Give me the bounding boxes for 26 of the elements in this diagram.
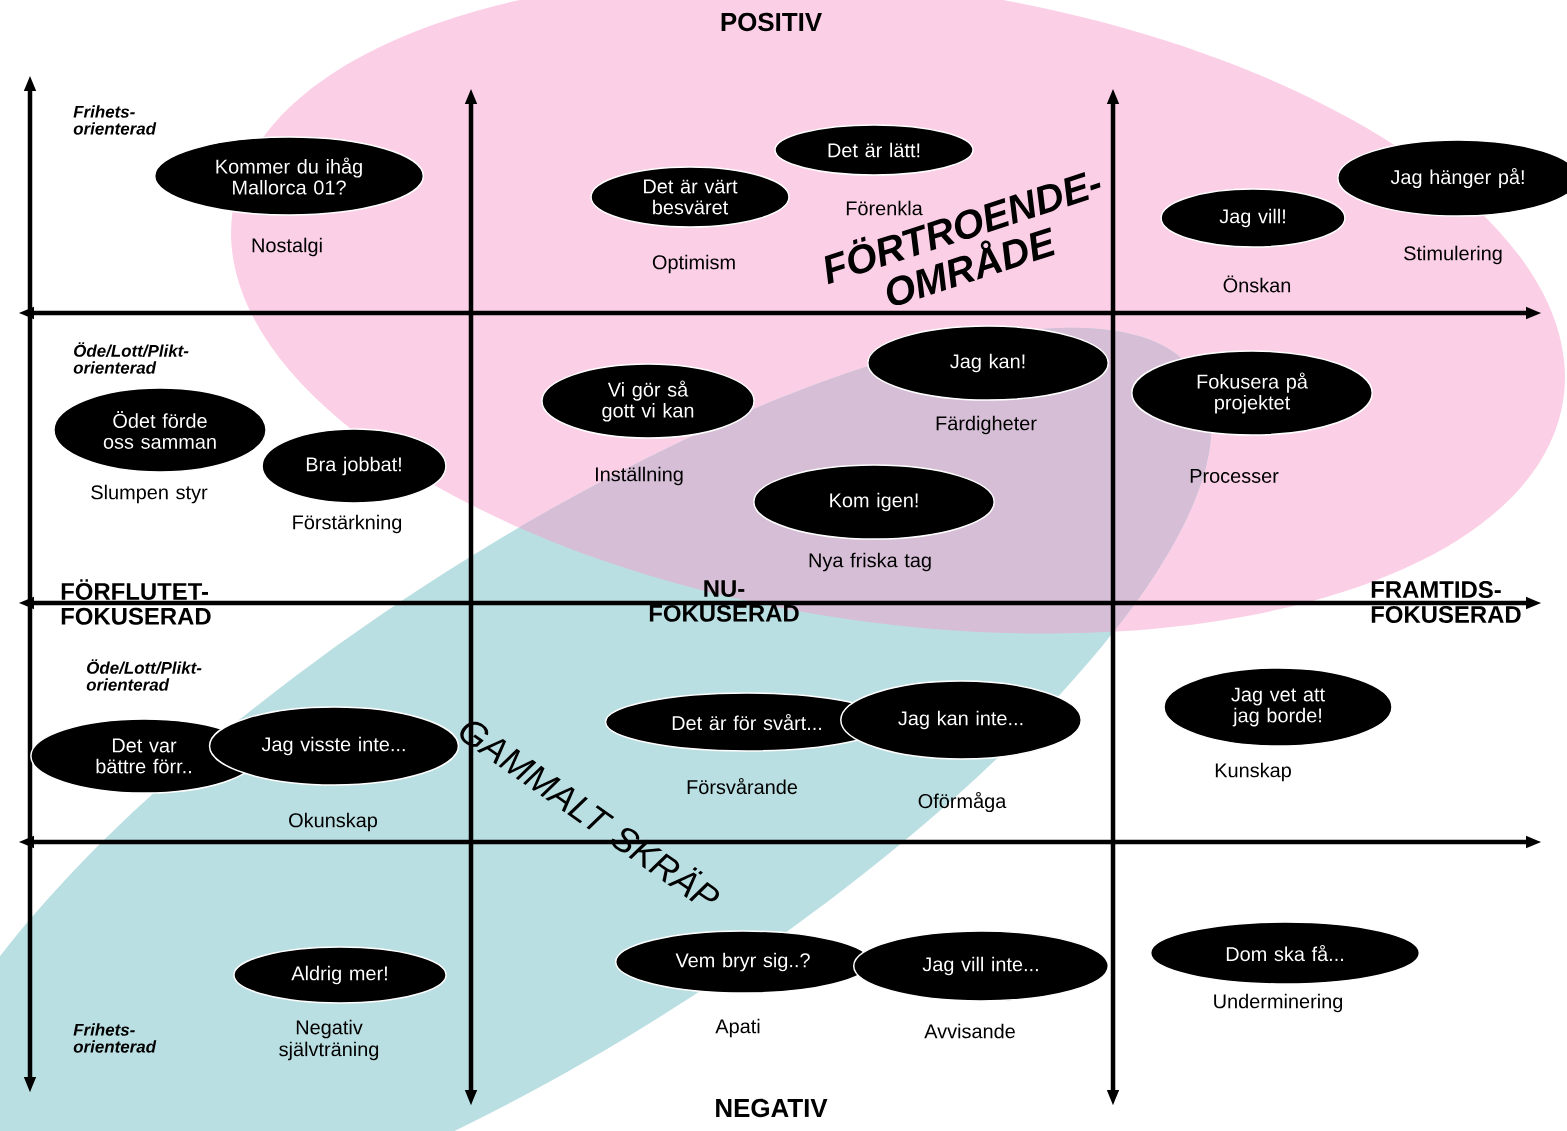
- axis-label: Frihets- orienterad: [73, 1023, 157, 1053]
- axis-label: NU- FOKUSERAD: [649, 580, 799, 622]
- axis-label: Frihets- orienterad: [73, 105, 157, 135]
- caption-text: Förstärkning: [293, 514, 402, 534]
- caption-text: Nya friska tag: [809, 552, 931, 572]
- caption-text: Avvisande: [924, 1023, 1015, 1039]
- caption-text: Optimism: [652, 254, 735, 274]
- caption-text: Kunskap: [1215, 762, 1291, 782]
- caption-text: Processer: [1190, 469, 1279, 483]
- axis-label: FRAMTIDS- FOKUSERAD: [1371, 581, 1521, 623]
- caption-text: Inställning: [596, 466, 683, 486]
- caption-text: Färdigheter: [936, 415, 1037, 435]
- caption-text: Önskan: [1223, 275, 1291, 293]
- caption-text: Okunskap: [289, 812, 378, 832]
- caption-text: Underminering: [1214, 993, 1343, 1013]
- caption-text: Stimulering: [1404, 245, 1502, 265]
- axis-label: POSITIV: [721, 12, 822, 32]
- caption-text: Oförmåga: [918, 791, 1007, 813]
- caption-text: Apati: [715, 1018, 760, 1038]
- axis-label: NEGATIV: [716, 1098, 828, 1118]
- axis-label: Öde/Lott/Plikt- orienterad: [86, 659, 202, 691]
- caption-text: Nostalgi: [252, 237, 322, 257]
- caption-text: Negativ självträning: [279, 1019, 379, 1061]
- caption-text: Försvårande: [687, 777, 798, 795]
- caption-text: Slumpen styr: [91, 484, 208, 504]
- axis-label: FÖRFLUTET- FOKUSERAD: [61, 579, 211, 625]
